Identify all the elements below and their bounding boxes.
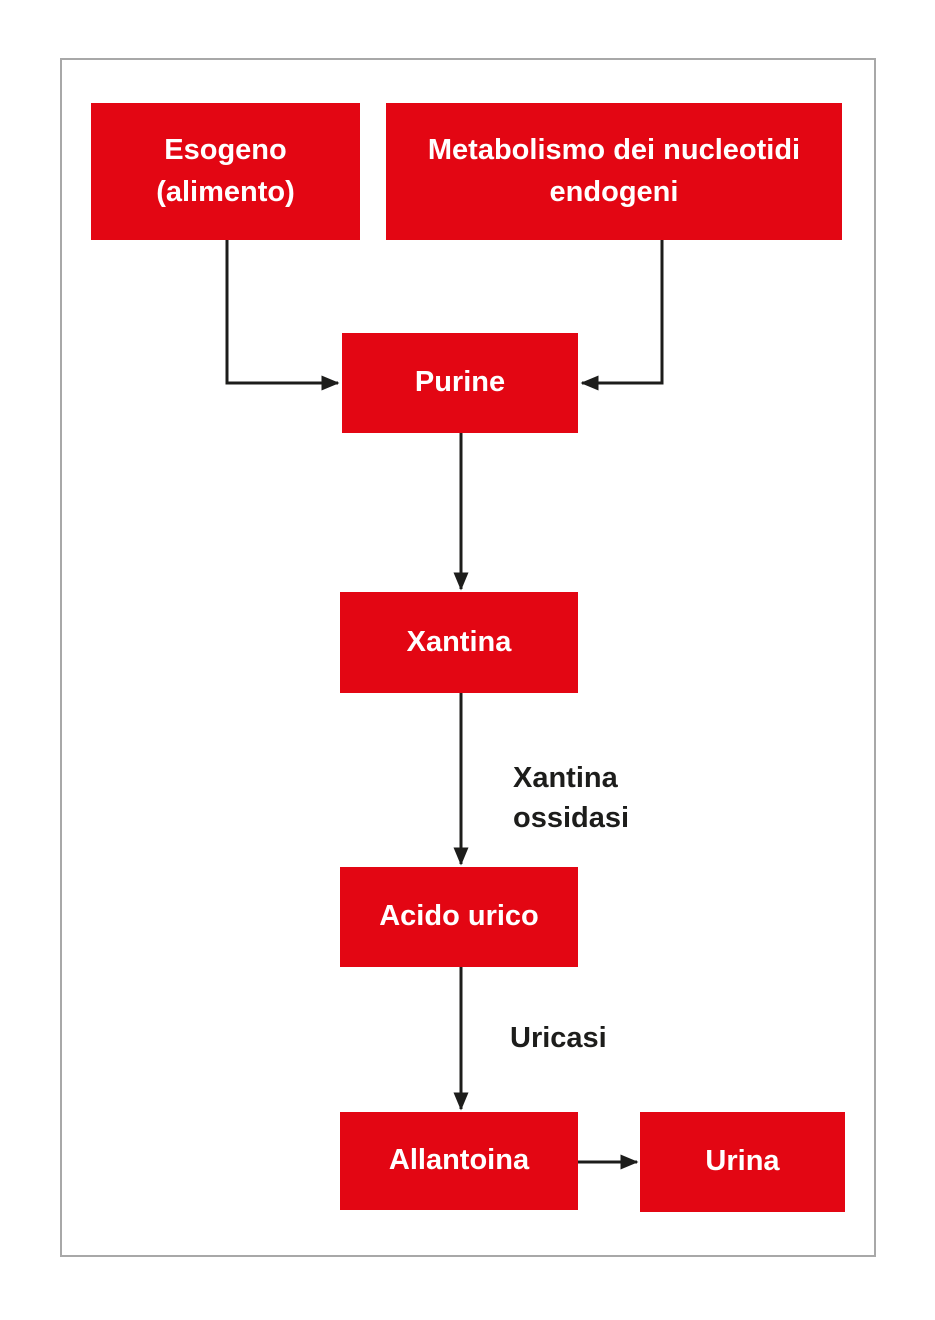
node-allantoina-label: Allantoina (388, 1144, 530, 1177)
node-metabolismo: Metabolismo dei nucleotidi endogeni (386, 103, 842, 240)
node-urina: Urina (640, 1112, 845, 1212)
node-metabolismo-label-line2: endogeni (549, 175, 679, 208)
node-esogeno: Esogeno (alimento) (91, 103, 360, 240)
edge-label-xantina-ossidasi: Xantina ossidasi (513, 758, 629, 838)
node-urina-label: Urina (705, 1145, 780, 1178)
edge-label-uricasi-line1: Uricasi (510, 1022, 607, 1054)
node-metabolismo-label-line1: Metabolismo dei nucleotidi (427, 134, 801, 167)
node-esogeno-label-line2: (alimento) (156, 175, 295, 208)
node-purine-label: Purine (414, 366, 506, 399)
node-purine: Purine (342, 333, 578, 433)
edge-label-xantina-ossidasi-line1: Xantina (513, 762, 618, 794)
edge-label-uricasi: Uricasi (510, 1018, 607, 1058)
node-xantina-label: Xantina (406, 625, 512, 658)
node-xantina: Xantina (340, 592, 578, 693)
node-acido-urico: Acido urico (340, 867, 578, 967)
node-esogeno-label-line1: Esogeno (164, 134, 287, 167)
node-acido-urico-label: Acido urico (379, 900, 539, 933)
node-allantoina: Allantoina (340, 1112, 578, 1210)
edge-label-xantina-ossidasi-line2: ossidasi (513, 802, 630, 834)
